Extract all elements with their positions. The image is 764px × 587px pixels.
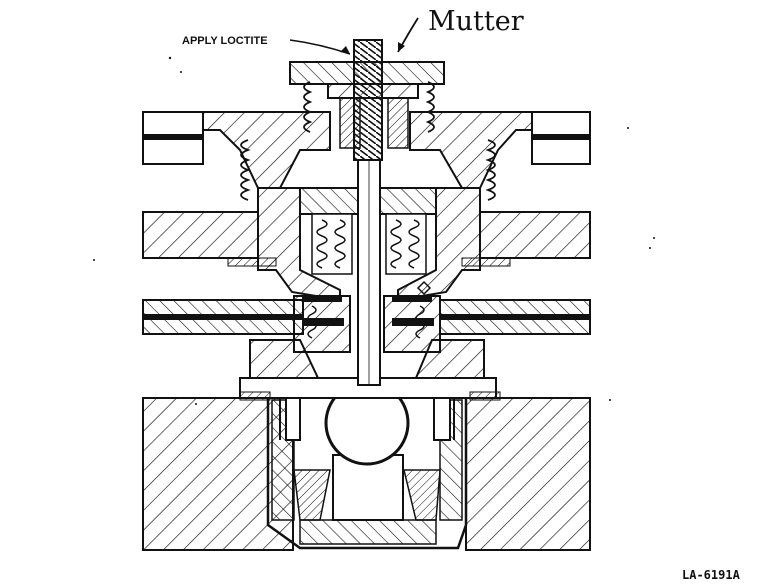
threaded-stem bbox=[353, 39, 383, 386]
annotation-mutter: Mutter bbox=[397, 6, 524, 53]
mutter-label: Mutter bbox=[428, 6, 524, 37]
top-cover bbox=[142, 81, 591, 201]
figure-id-label: LA-6191A bbox=[682, 568, 741, 582]
base-block bbox=[142, 397, 591, 551]
apply-loctite-label: APPLY LOCTITE bbox=[182, 35, 268, 47]
annotation-apply-loctite: APPLY LOCTITE bbox=[182, 35, 351, 55]
scan-specks bbox=[93, 56, 655, 405]
